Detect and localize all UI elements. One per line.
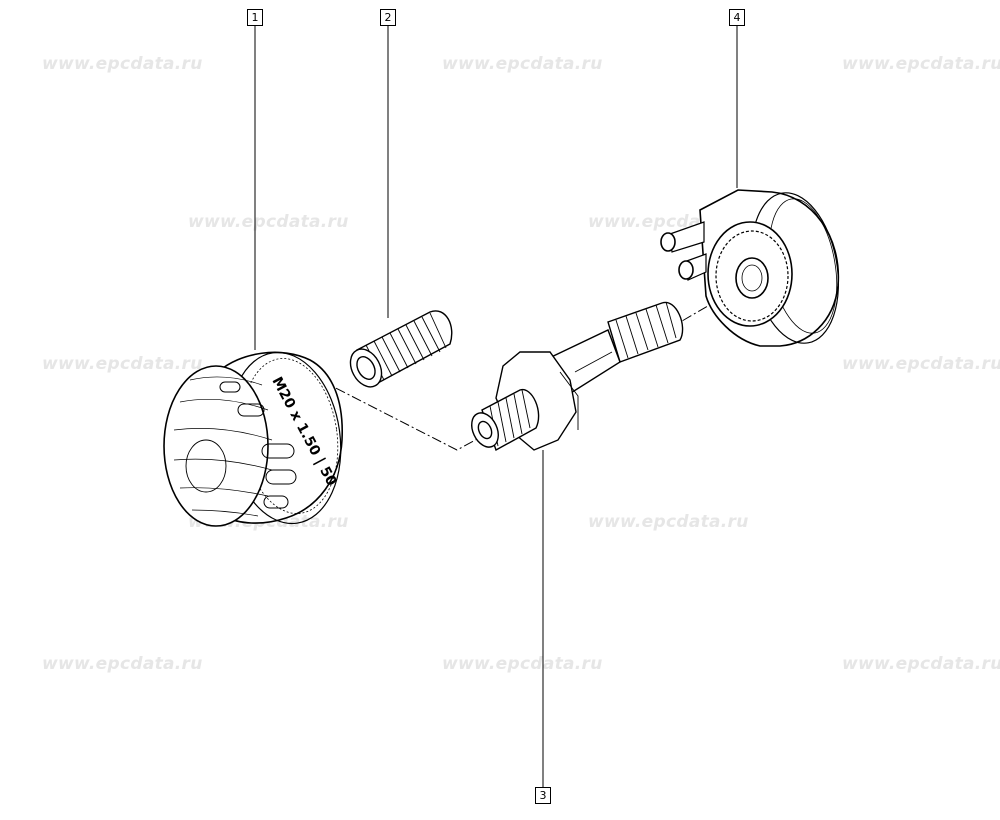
part-callout-2: 2: [380, 9, 396, 26]
part-callout-1: 1: [247, 9, 263, 26]
part-callout-3: 3: [535, 787, 551, 804]
hollow-bolt-drawing: [471, 301, 684, 452]
filter-adapter-drawing: [660, 189, 840, 347]
oil-filter-drawing: [163, 351, 343, 527]
threaded-nipple-drawing: [349, 310, 453, 388]
part-callout-4: 4: [729, 9, 745, 26]
